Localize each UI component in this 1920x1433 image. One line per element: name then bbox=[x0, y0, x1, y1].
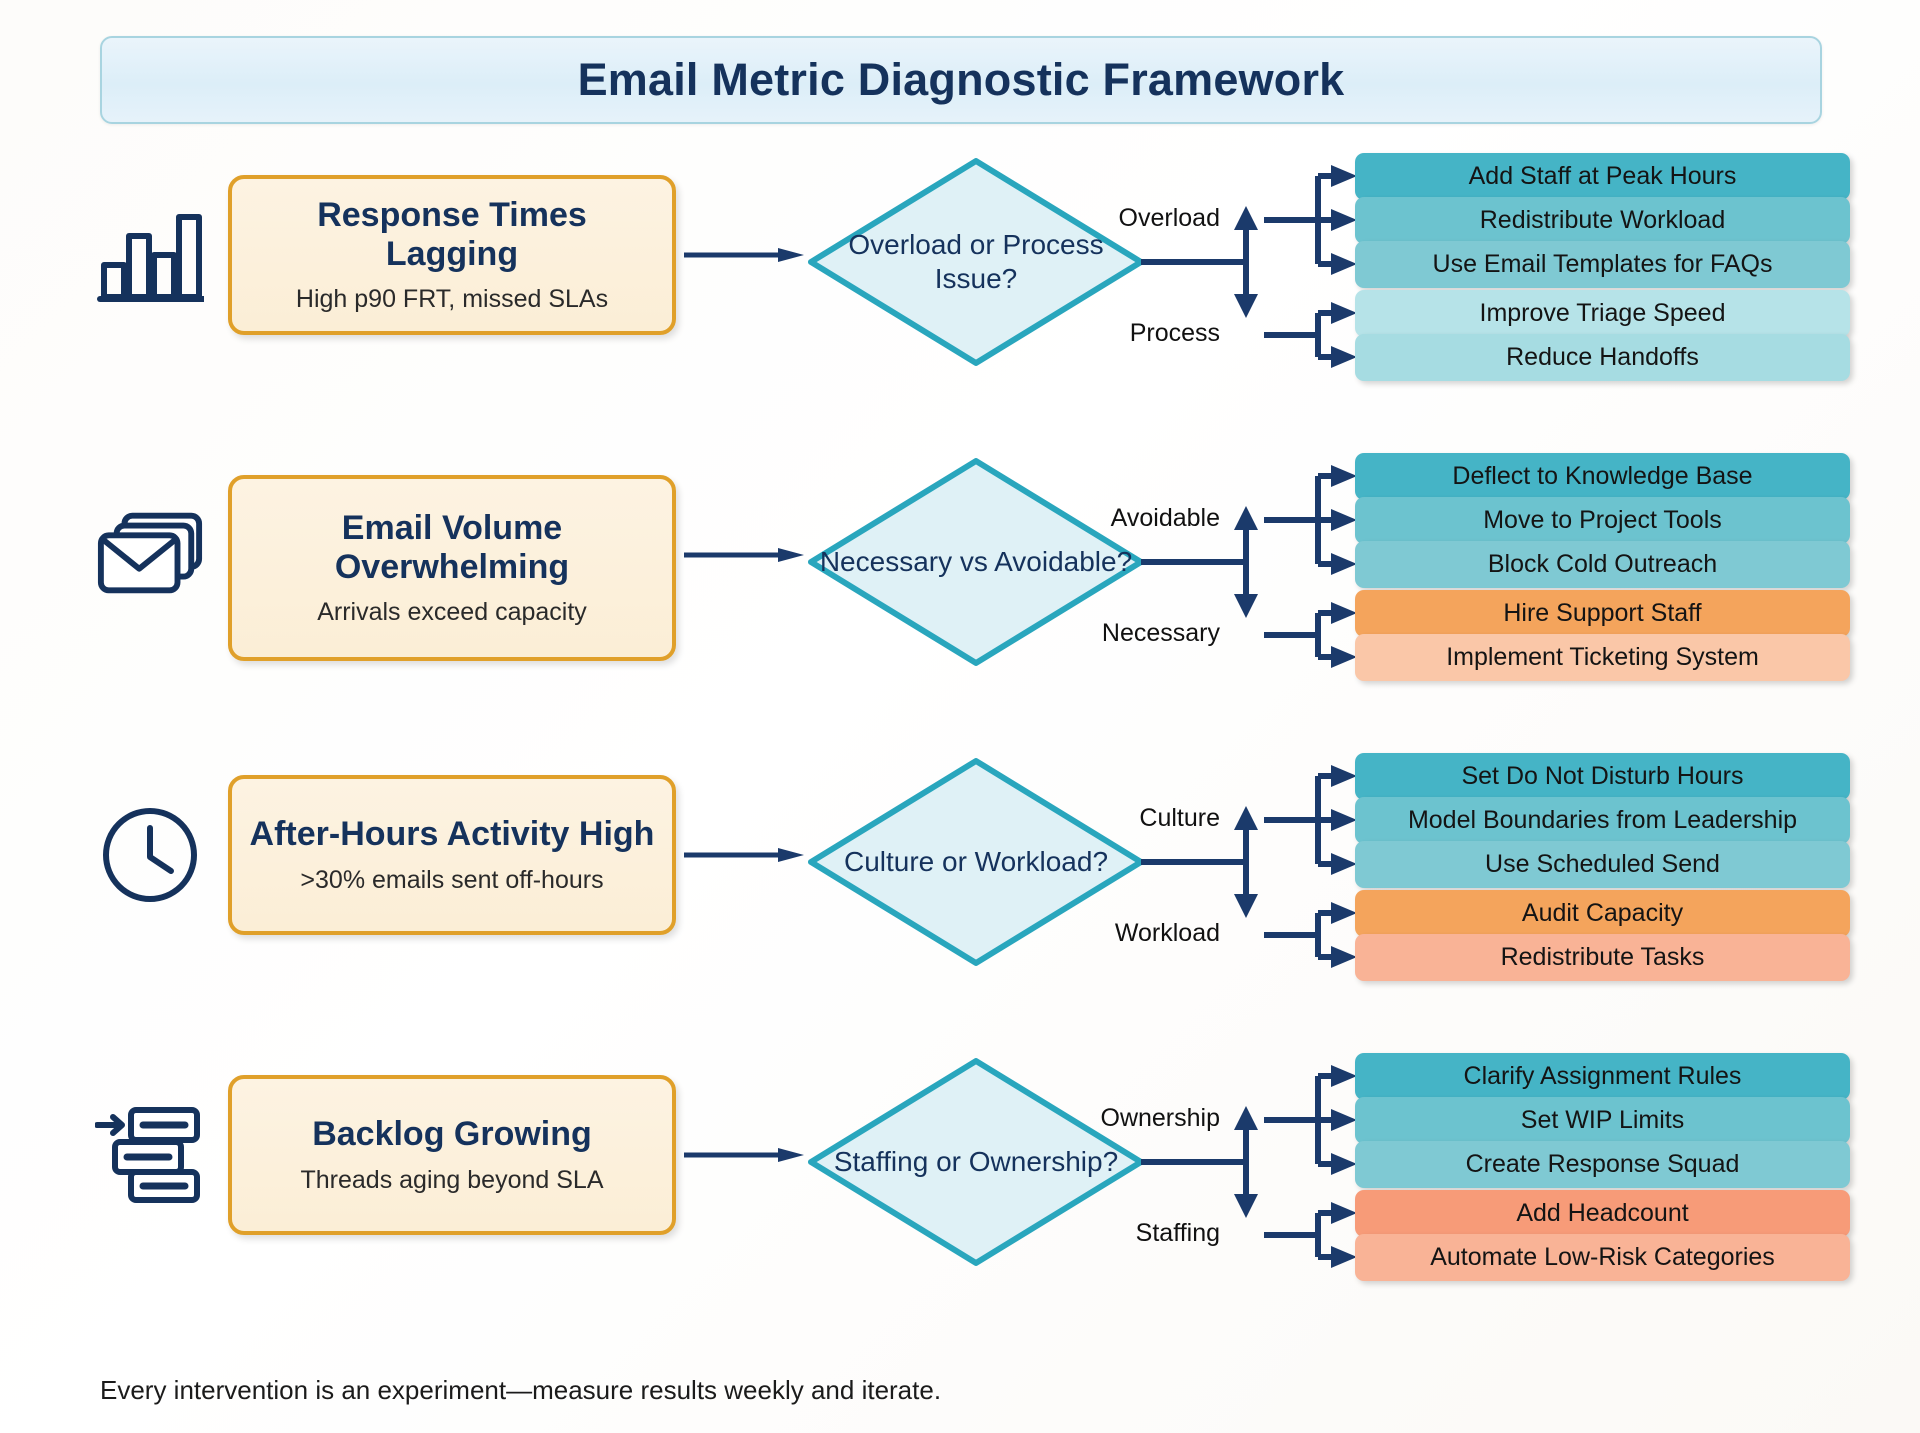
branch-label: Culture bbox=[1139, 804, 1220, 832]
clock-icon bbox=[95, 800, 205, 910]
action-box[interactable]: Block Cold Outreach bbox=[1355, 541, 1850, 588]
envelope-stack-icon bbox=[95, 500, 205, 610]
branch-bracket bbox=[1246, 146, 1359, 294]
decision-stem-line bbox=[1141, 559, 1246, 565]
connector-card-to-decision bbox=[684, 248, 804, 262]
page-title: Email Metric Diagnostic Framework bbox=[577, 54, 1345, 105]
action-box[interactable]: Move to Project Tools bbox=[1355, 497, 1850, 544]
action-box[interactable]: Set WIP Limits bbox=[1355, 1097, 1850, 1144]
decision-stem-line bbox=[1141, 259, 1246, 265]
problem-subtitle: Threads aging beyond SLA bbox=[300, 1165, 604, 1194]
action-box[interactable]: Model Boundaries from Leadership bbox=[1355, 797, 1850, 844]
problem-card[interactable]: After-Hours Activity High >30% emails sen… bbox=[228, 775, 676, 935]
problem-subtitle: High p90 FRT, missed SLAs bbox=[295, 285, 609, 314]
decision-diamond[interactable]: Culture or Workload? bbox=[806, 756, 1146, 968]
connector-card-to-decision bbox=[684, 548, 804, 562]
action-box[interactable]: Clarify Assignment Rules bbox=[1355, 1053, 1850, 1100]
diagnostic-row: After-Hours Activity High >30% emails sen… bbox=[0, 750, 1920, 1010]
action-box[interactable]: Improve Triage Speed bbox=[1355, 290, 1850, 337]
branch-split-arrow bbox=[1226, 806, 1266, 918]
action-box[interactable]: Add Staff at Peak Hours bbox=[1355, 153, 1850, 200]
branch-bracket bbox=[1246, 1183, 1359, 1287]
footer-note: Every intervention is an experiment—meas… bbox=[100, 1375, 942, 1405]
branch-bracket bbox=[1246, 283, 1359, 387]
action-box[interactable]: Use Scheduled Send bbox=[1355, 841, 1850, 888]
problem-subtitle: Arrivals exceed capacity bbox=[317, 598, 587, 627]
branch-label: Ownership bbox=[1100, 1104, 1221, 1132]
decision-diamond[interactable]: Overload or Process Issue? bbox=[806, 156, 1146, 368]
action-box[interactable]: Redistribute Tasks bbox=[1355, 934, 1850, 981]
connector-card-to-decision bbox=[684, 1148, 804, 1162]
branch-split-arrow bbox=[1226, 506, 1266, 618]
problem-title: After-Hours Activity High bbox=[249, 815, 655, 854]
branch-label: Workload bbox=[1114, 919, 1220, 947]
decision-diamond[interactable]: Necessary vs Avoidable? bbox=[806, 456, 1146, 668]
decision-stem-line bbox=[1141, 859, 1246, 865]
branch-label: Staffing bbox=[1135, 1219, 1220, 1247]
action-box[interactable]: Automate Low-Risk Categories bbox=[1355, 1234, 1850, 1281]
bar-chart-icon bbox=[95, 200, 205, 310]
page-title-banner: Email Metric Diagnostic Framework bbox=[100, 36, 1822, 124]
branch-label: Overload bbox=[1118, 204, 1220, 232]
problem-title: Backlog Growing bbox=[312, 1115, 592, 1154]
action-box[interactable]: Reduce Handoffs bbox=[1355, 334, 1850, 381]
action-box[interactable]: Use Email Templates for FAQs bbox=[1355, 241, 1850, 288]
branch-bracket bbox=[1246, 446, 1359, 594]
branch-bracket bbox=[1246, 1046, 1359, 1194]
decision-stem-line bbox=[1141, 1159, 1246, 1165]
branch-label: Necessary bbox=[1101, 619, 1220, 647]
branch-bracket bbox=[1246, 583, 1359, 687]
branch-label: Process bbox=[1129, 319, 1220, 347]
action-box[interactable]: Hire Support Staff bbox=[1355, 590, 1850, 637]
action-box[interactable]: Create Response Squad bbox=[1355, 1141, 1850, 1188]
action-box[interactable]: Deflect to Knowledge Base bbox=[1355, 453, 1850, 500]
backlog-stack-icon bbox=[95, 1100, 205, 1210]
problem-title: Response Times Lagging bbox=[317, 196, 587, 273]
problem-subtitle: >30% emails sent off-hours bbox=[300, 865, 604, 894]
branch-label: Avoidable bbox=[1110, 504, 1220, 532]
decision-diamond[interactable]: Staffing or Ownership? bbox=[806, 1056, 1146, 1268]
action-box[interactable]: Set Do Not Disturb Hours bbox=[1355, 753, 1850, 800]
action-box[interactable]: Redistribute Workload bbox=[1355, 197, 1850, 244]
branch-bracket bbox=[1246, 746, 1359, 894]
branch-bracket bbox=[1246, 883, 1359, 987]
branch-split-arrow bbox=[1226, 1106, 1266, 1218]
problem-title: Email Volume Overwhelming bbox=[334, 509, 570, 586]
action-box[interactable]: Implement Ticketing System bbox=[1355, 634, 1850, 681]
branch-split-arrow bbox=[1226, 206, 1266, 318]
connector-card-to-decision bbox=[684, 848, 804, 862]
action-box[interactable]: Audit Capacity bbox=[1355, 890, 1850, 937]
action-box[interactable]: Add Headcount bbox=[1355, 1190, 1850, 1237]
